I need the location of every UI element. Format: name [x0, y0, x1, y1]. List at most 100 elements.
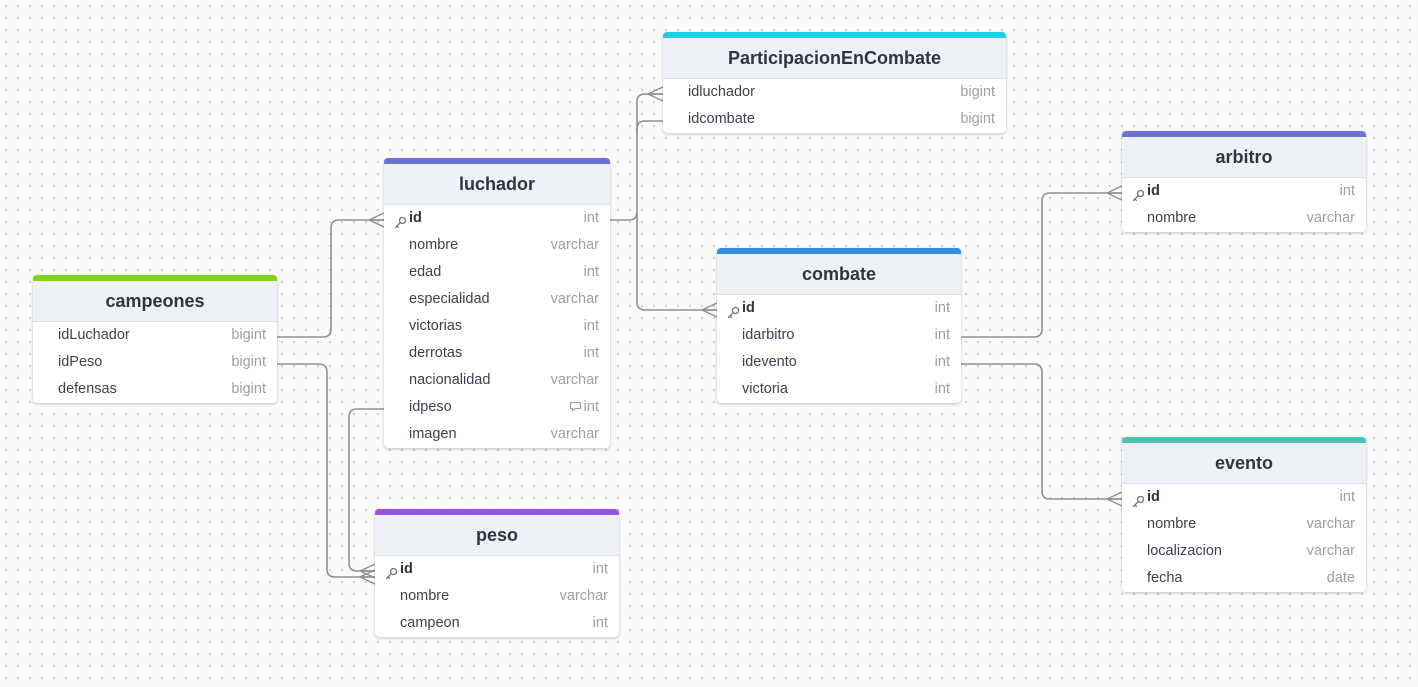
- field-type-label: int: [934, 327, 950, 343]
- field-type: varchar: [1307, 205, 1355, 232]
- table-title[interactable]: peso: [375, 515, 619, 556]
- note-icon[interactable]: [569, 395, 582, 412]
- primary-key-icon: [1132, 484, 1146, 511]
- field-name: derrotas: [409, 345, 463, 361]
- relation-combate-arbitro[interactable]: [961, 192, 1122, 338]
- field-name: idpeso: [409, 399, 452, 415]
- field-row-idarbitro[interactable]: idarbitro int: [717, 322, 961, 349]
- field-type-label: bigint: [231, 381, 266, 397]
- relation-campeones-luchador[interactable]: [277, 219, 384, 338]
- field-type-label: int: [934, 354, 950, 370]
- field-row-defensas[interactable]: defensas bigint: [33, 376, 277, 403]
- field-row-idpeso[interactable]: idpeso int: [384, 394, 610, 421]
- field-type: int: [584, 340, 599, 367]
- relation-participacion-combate[interactable]: [636, 120, 663, 134]
- field-type-label: int: [583, 318, 599, 334]
- field-type: varchar: [551, 421, 599, 448]
- field-row-derrotas[interactable]: derrotas int: [384, 340, 610, 367]
- field-type-label: int: [583, 264, 599, 280]
- relation-luchador-combate[interactable]: [636, 212, 717, 311]
- table-title[interactable]: evento: [1122, 443, 1366, 484]
- crow-foot-icon: [359, 563, 376, 579]
- field-name: idluchador: [688, 84, 755, 100]
- table-color-bar: [375, 509, 619, 515]
- field-type-label: int: [592, 561, 608, 577]
- field-type-label: varchar: [550, 426, 599, 442]
- field-row-victorias[interactable]: victorias int: [384, 313, 610, 340]
- field-row-fecha[interactable]: fecha date: [1122, 565, 1366, 592]
- primary-key-icon: [394, 205, 408, 232]
- table-title[interactable]: ParticipacionEnCombate: [663, 38, 1006, 79]
- field-type: bigint: [231, 322, 266, 349]
- field-row-nombre[interactable]: nombre varchar: [375, 583, 619, 610]
- relation-luchador-participacion[interactable]: [610, 93, 663, 221]
- field-type: varchar: [551, 232, 599, 259]
- table-title[interactable]: campeones: [33, 281, 277, 322]
- crow-foot-icon: [1106, 491, 1123, 507]
- field-name: idLuchador: [58, 327, 130, 343]
- field-type-label: bigint: [231, 327, 266, 343]
- field-type-label: int: [583, 345, 599, 361]
- field-name: fecha: [1147, 570, 1183, 586]
- field-name: idarbitro: [742, 327, 795, 343]
- primary-key-icon: [727, 295, 741, 322]
- table-title[interactable]: combate: [717, 254, 961, 295]
- field-row-nombre[interactable]: nombre varchar: [1122, 205, 1366, 232]
- field-name: imagen: [409, 426, 457, 442]
- field-type-label: varchar: [550, 291, 599, 307]
- field-type-label: bigint: [960, 84, 995, 100]
- field-type: varchar: [551, 286, 599, 313]
- field-type: bigint: [231, 376, 266, 403]
- field-name: victoria: [742, 381, 788, 397]
- field-type-label: varchar: [559, 588, 608, 604]
- field-type-label: date: [1326, 570, 1355, 586]
- table-title[interactable]: arbitro: [1122, 137, 1366, 178]
- field-type: int: [569, 394, 599, 421]
- field-type: varchar: [560, 583, 608, 610]
- field-type-label: varchar: [1306, 516, 1355, 532]
- field-row-victoria[interactable]: victoria int: [717, 376, 961, 403]
- field-type: varchar: [1307, 511, 1355, 538]
- field-name: victorias: [409, 318, 463, 334]
- field-name: nombre: [400, 588, 450, 604]
- field-row-idluchador[interactable]: idluchador bigint: [663, 79, 1006, 106]
- table-title[interactable]: luchador: [384, 164, 610, 205]
- relation-combate-evento[interactable]: [961, 363, 1122, 500]
- field-name: id: [1147, 489, 1160, 505]
- field-row-imagen[interactable]: imagen varchar: [384, 421, 610, 448]
- field-row-idluchador[interactable]: idLuchador bigint: [33, 322, 277, 349]
- field-name: campeon: [400, 615, 460, 631]
- crow-foot-icon: [1106, 185, 1123, 201]
- field-type: int: [935, 376, 950, 403]
- relation-campeones-peso[interactable]: [277, 363, 375, 578]
- field-name: defensas: [58, 381, 117, 397]
- field-type-label: int: [583, 210, 599, 226]
- field-type: int: [1340, 178, 1355, 205]
- field-type: date: [1327, 565, 1355, 592]
- primary-key-icon: [385, 556, 399, 583]
- field-name: nombre: [1147, 210, 1197, 226]
- field-type-label: varchar: [550, 372, 599, 388]
